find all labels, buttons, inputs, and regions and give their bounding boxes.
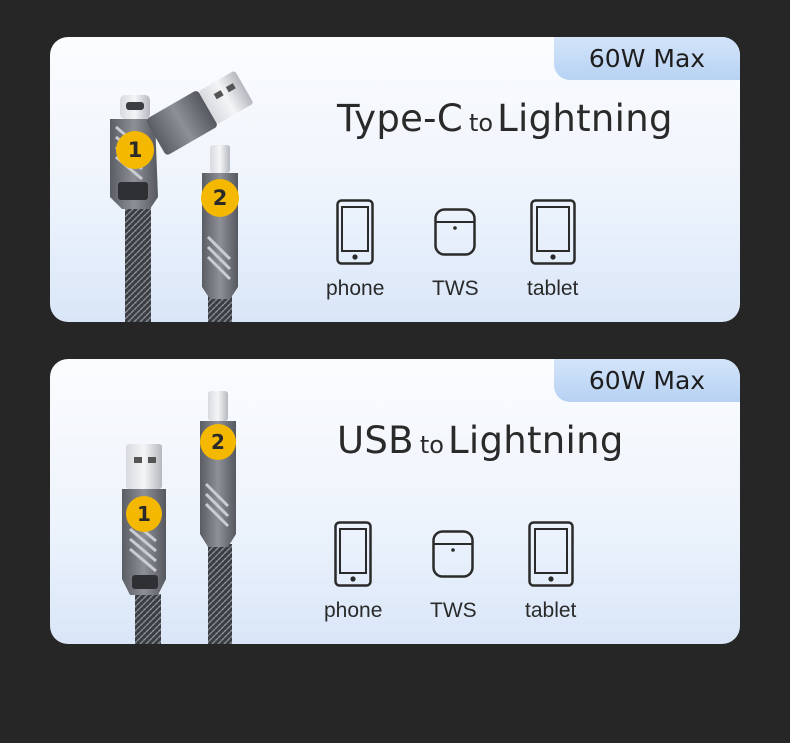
device-tws: TWS xyxy=(432,195,479,301)
title-destination: Lightning xyxy=(447,419,624,462)
device-label: phone xyxy=(324,599,383,622)
marker-2-label: 2 xyxy=(213,186,228,210)
usb-to-lightning-card: 60W Max xyxy=(50,359,740,644)
device-label: tablet xyxy=(527,277,579,300)
cable-illustration: 1 2 xyxy=(122,391,236,644)
title-destination: Lightning xyxy=(497,97,673,140)
title-connector: to xyxy=(419,431,444,459)
title-source: Type-C xyxy=(337,97,463,140)
title-connector: to xyxy=(468,109,494,137)
device-phone: phone xyxy=(324,517,382,623)
tablet-icon xyxy=(527,517,574,591)
device-phone: phone xyxy=(326,195,384,301)
earbuds-case-icon xyxy=(432,517,475,591)
device-label: TWS xyxy=(432,277,479,300)
phone-icon xyxy=(334,517,372,591)
tablet-icon xyxy=(529,195,576,269)
card-title: USB to Lightning xyxy=(337,419,624,462)
earbuds-case-icon xyxy=(434,195,477,269)
type-c-to-lightning-card: 60W Max xyxy=(50,37,740,322)
phone-icon xyxy=(336,195,374,269)
device-tws: TWS xyxy=(430,517,477,623)
marker-1 xyxy=(116,131,154,169)
device-tablet: tablet xyxy=(527,195,578,301)
device-label: phone xyxy=(326,277,385,300)
card-title: Type-C to Lightning xyxy=(337,97,673,140)
marker-2 xyxy=(200,424,236,460)
marker-1 xyxy=(126,496,162,532)
marker-2 xyxy=(201,179,239,217)
device-label: tablet xyxy=(525,599,577,622)
device-tablet: tablet xyxy=(525,517,576,623)
cable-illustration: 1 2 xyxy=(110,71,253,322)
device-label: TWS xyxy=(430,599,477,622)
marker-2-label: 2 xyxy=(211,430,225,454)
power-badge: 60W Max xyxy=(554,37,740,80)
marker-1-label: 1 xyxy=(128,138,143,162)
power-badge: 60W Max xyxy=(554,359,740,402)
marker-1-label: 1 xyxy=(137,502,151,526)
title-source: USB xyxy=(337,419,414,462)
